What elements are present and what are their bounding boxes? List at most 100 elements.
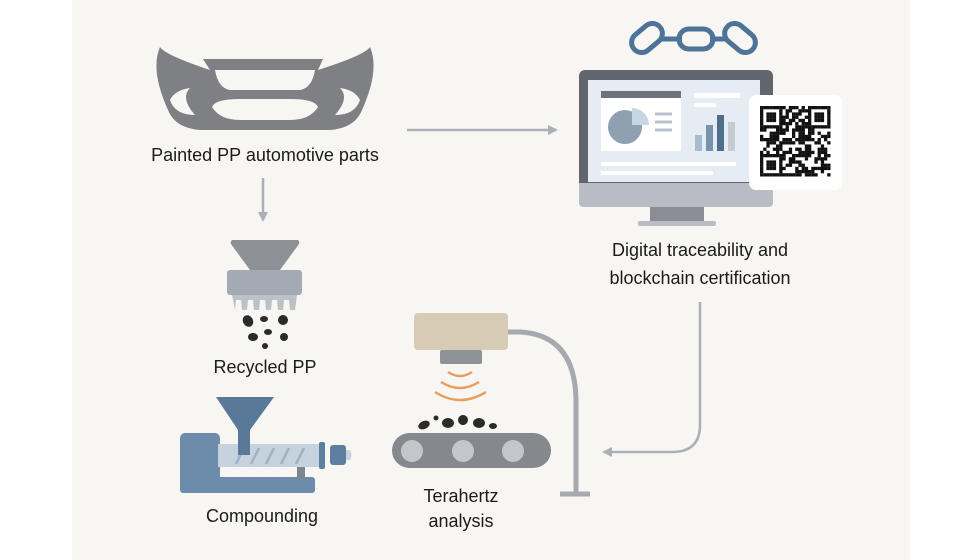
- qr-module: [782, 157, 786, 161]
- qr-module: [817, 150, 821, 155]
- qr-code-icon: [749, 95, 842, 190]
- terahertz-waves-icon: [434, 370, 487, 402]
- qr-module: [827, 154, 831, 158]
- qr-module: [782, 173, 786, 177]
- qr-module: [798, 170, 802, 174]
- qr-module: [798, 154, 802, 158]
- qr-module: [760, 163, 764, 167]
- qr-module: [827, 112, 831, 116]
- qr-module: [785, 112, 789, 116]
- qr-module: [801, 106, 805, 110]
- qr-module: [760, 173, 764, 177]
- qr-module: [785, 141, 789, 145]
- qr-module: [772, 147, 777, 151]
- qr-module: [808, 170, 812, 174]
- qr-module: [820, 115, 825, 119]
- qr-module: [824, 154, 828, 158]
- qr-module: [766, 154, 770, 158]
- qr-module: [801, 122, 805, 126]
- qr-module: [827, 109, 831, 113]
- qr-module: [792, 112, 796, 116]
- qr-module: [788, 138, 793, 142]
- qr-module: [766, 163, 770, 167]
- qr-module: [779, 160, 783, 164]
- qr-module: [817, 131, 821, 135]
- qr-module: [766, 138, 770, 142]
- qr-module: [776, 173, 780, 177]
- monitor-dashboard-icon: [579, 70, 773, 226]
- qr-module: [827, 131, 831, 135]
- qr-module: [795, 112, 799, 116]
- qr-module: [776, 128, 780, 132]
- qr-module: [763, 106, 767, 110]
- qr-module: [772, 134, 777, 139]
- qr-module: [817, 112, 821, 116]
- qr-module: [801, 109, 805, 113]
- qr-module: [798, 138, 802, 142]
- qr-module: [782, 141, 786, 145]
- qr-module: [779, 128, 783, 132]
- qr-module: [820, 170, 825, 174]
- pellets-icon: [242, 315, 288, 349]
- qr-module: [760, 166, 764, 171]
- qr-module: [788, 106, 793, 110]
- qr-module: [760, 112, 764, 116]
- qr-module: [782, 154, 786, 158]
- qr-module: [769, 115, 773, 119]
- qr-module: [801, 118, 805, 123]
- qr-module: [772, 131, 777, 135]
- qr-module: [795, 125, 799, 129]
- qr-module: [782, 131, 786, 135]
- qr-module: [814, 106, 818, 110]
- qr-module: [792, 173, 796, 177]
- qr-module: [785, 163, 789, 167]
- qr-module: [779, 106, 783, 110]
- qr-module: [779, 118, 783, 123]
- qr-module: [760, 115, 764, 119]
- qr-module: [769, 134, 773, 139]
- qr-module: [798, 173, 802, 177]
- qr-module: [795, 115, 799, 119]
- qr-module: [808, 115, 812, 119]
- qr-module: [760, 160, 764, 164]
- qr-module: [772, 112, 777, 116]
- qr-module: [779, 163, 783, 167]
- qr-module: [801, 166, 805, 171]
- qr-module: [827, 118, 831, 123]
- qr-module: [804, 125, 809, 129]
- qr-module: [776, 125, 780, 129]
- qr-module: [808, 128, 812, 132]
- qr-module: [814, 115, 818, 119]
- qr-module: [801, 154, 805, 158]
- qr-module: [769, 166, 773, 171]
- qr-module: [769, 106, 773, 110]
- label-painted-parts: Painted PP automotive parts: [151, 145, 379, 165]
- qr-module: [798, 128, 802, 132]
- qr-module: [824, 106, 828, 110]
- qr-module: [785, 150, 789, 155]
- qr-module: [766, 160, 770, 164]
- qr-module: [827, 141, 831, 145]
- qr-module: [820, 163, 825, 167]
- qr-module: [804, 115, 809, 119]
- qr-module: [779, 141, 783, 145]
- qr-module: [814, 173, 818, 177]
- qr-module: [763, 138, 767, 142]
- qr-module: [785, 122, 789, 126]
- qr-module: [785, 115, 789, 119]
- qr-module: [760, 170, 764, 174]
- qr-module: [760, 109, 764, 113]
- qr-module: [808, 154, 812, 158]
- qr-module: [801, 163, 805, 167]
- qr-module: [798, 150, 802, 155]
- qr-module: [785, 128, 789, 132]
- qr-module: [788, 122, 793, 126]
- qr-module: [808, 118, 812, 123]
- label-terahertz: Terahertz: [423, 486, 498, 506]
- qr-module: [817, 154, 821, 158]
- qr-module: [808, 112, 812, 116]
- qr-module: [782, 138, 786, 142]
- qr-module: [820, 147, 825, 151]
- qr-module: [760, 122, 764, 126]
- qr-module: [792, 115, 796, 119]
